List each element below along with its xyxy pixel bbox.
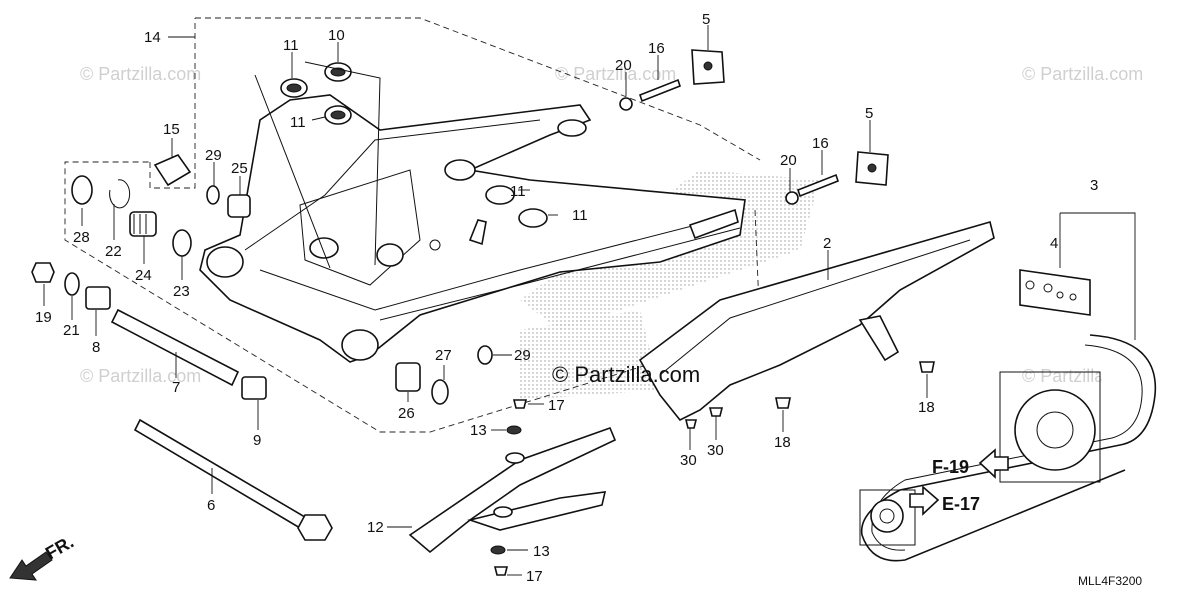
collar-9 bbox=[241, 376, 267, 400]
part-label: 17 bbox=[548, 397, 565, 414]
part-label: 10 bbox=[328, 27, 345, 44]
nut-19 bbox=[31, 262, 55, 283]
part-label: 8 bbox=[92, 339, 100, 356]
part-label: 21 bbox=[63, 322, 80, 339]
leader-lines bbox=[43, 25, 928, 576]
part-label: 13 bbox=[533, 543, 550, 560]
front-direction-icon bbox=[9, 551, 53, 581]
part-label: 15 bbox=[163, 121, 180, 138]
reference-f19: F-19 bbox=[932, 457, 969, 477]
part-label: 13 bbox=[470, 422, 487, 439]
collar-15 bbox=[153, 154, 192, 187]
pipe-7 bbox=[110, 308, 240, 387]
part-label: 19 bbox=[35, 309, 52, 326]
part-label: 27 bbox=[435, 347, 452, 364]
part-label: 6 bbox=[207, 497, 215, 514]
part-label: 12 bbox=[367, 519, 384, 536]
part-label: 26 bbox=[398, 405, 415, 422]
part-label: 23 bbox=[173, 283, 190, 300]
seal-27 bbox=[431, 379, 449, 405]
part-label: 16 bbox=[648, 40, 665, 57]
part-label: 11 bbox=[510, 183, 526, 200]
front-arrow: FR. bbox=[9, 532, 77, 581]
seal-group-upper bbox=[254, 61, 381, 269]
part-label: 18 bbox=[918, 399, 935, 416]
watermark-text: © Partzilla.com bbox=[80, 64, 201, 84]
part-label: 20 bbox=[615, 57, 632, 74]
chain-slider bbox=[408, 425, 617, 555]
part-label: 9 bbox=[253, 432, 261, 449]
part-label: 2 bbox=[823, 235, 831, 252]
part-label: 29 bbox=[514, 347, 531, 364]
watermark-text: © Partzilla.com bbox=[555, 64, 676, 84]
part-label: 5 bbox=[865, 105, 873, 122]
watermark-main: © Partzilla.com bbox=[552, 362, 700, 387]
part-label: 29 bbox=[205, 147, 222, 164]
watermark-text: © Partzilla.com bbox=[80, 366, 201, 386]
part-labels: 14 11 10 5 20 16 15 29 25 11 11 11 5 20 … bbox=[35, 11, 1098, 585]
part-label: 11 bbox=[283, 37, 299, 54]
bolts bbox=[493, 361, 935, 576]
part-label: 25 bbox=[231, 160, 248, 177]
ring-28 bbox=[71, 175, 93, 205]
part-label: 16 bbox=[812, 135, 829, 152]
seal-29b bbox=[477, 345, 493, 365]
part-label: 22 bbox=[105, 243, 122, 260]
part-label: 14 bbox=[144, 29, 161, 46]
watermark-text: © Partzilla.com bbox=[1022, 64, 1143, 84]
part-label: 3 bbox=[1090, 177, 1098, 194]
reference-arrows: F-19 E-17 bbox=[909, 448, 1009, 516]
part-label: 18 bbox=[774, 434, 791, 451]
part-label: 11 bbox=[572, 207, 588, 224]
part-label: 30 bbox=[680, 452, 697, 469]
diagram-code: MLL4F3200 bbox=[1078, 574, 1142, 588]
part-label: 11 bbox=[290, 114, 306, 131]
part-label: 7 bbox=[172, 379, 180, 396]
watermark-group: © Partzilla.com © Partzilla.com © Partzi… bbox=[80, 64, 1143, 386]
part-label: 24 bbox=[135, 267, 152, 284]
chain-adjusters bbox=[619, 49, 889, 205]
part-label: 4 bbox=[1050, 235, 1058, 252]
seal-29a bbox=[206, 185, 220, 205]
seal-23 bbox=[172, 229, 192, 257]
washer-21 bbox=[64, 272, 80, 296]
reference-e17: E-17 bbox=[942, 494, 980, 514]
pivot-parts bbox=[31, 154, 493, 541]
part-label: 20 bbox=[780, 152, 797, 169]
part-label: 17 bbox=[526, 568, 543, 585]
bearing-24 bbox=[129, 211, 157, 237]
part-label: 28 bbox=[73, 229, 90, 246]
collar-25 bbox=[227, 194, 251, 218]
chain-case bbox=[638, 221, 995, 422]
swingarm bbox=[199, 94, 746, 363]
collar-8 bbox=[85, 286, 111, 310]
part-label: 5 bbox=[702, 11, 710, 28]
part-label: 30 bbox=[707, 442, 724, 459]
axle-6 bbox=[133, 418, 312, 529]
drive-chain bbox=[859, 212, 1157, 562]
assembly-outline bbox=[149, 18, 196, 189]
shading-area bbox=[520, 310, 660, 400]
bearing-26 bbox=[395, 362, 421, 392]
